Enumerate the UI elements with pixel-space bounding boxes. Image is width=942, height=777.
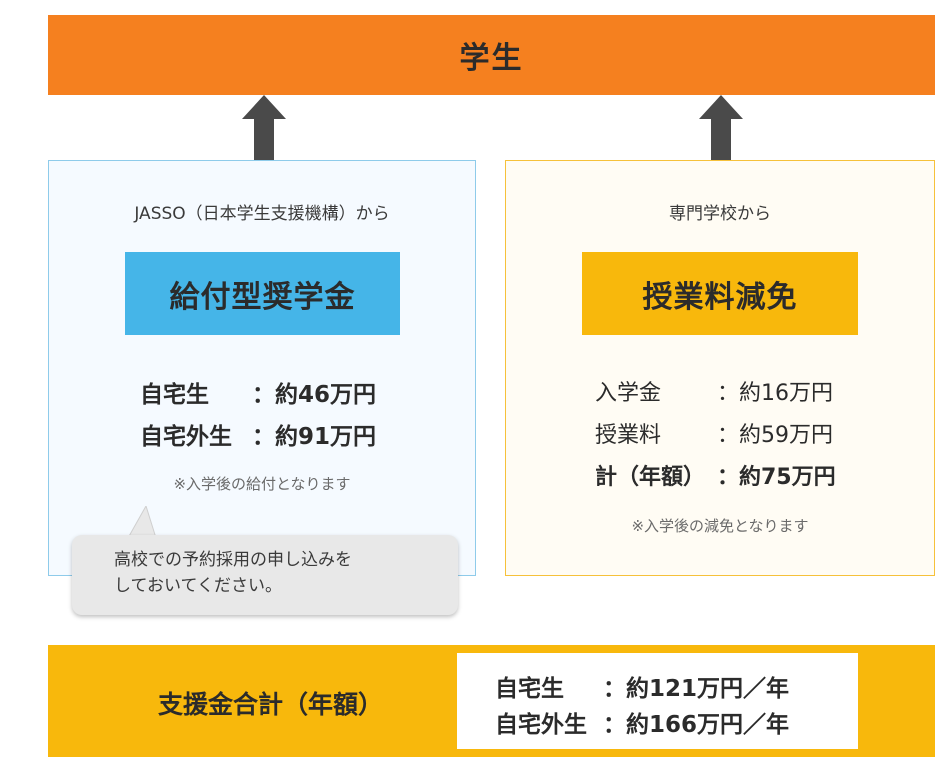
fee-value: ：約59万円 [717,423,833,448]
total-support-panel: 自宅生 ：約121万円／年 自宅外生 ：約166万円／年 [457,653,858,749]
fee-label: 授業料 [595,423,662,448]
bubble-line-1: 高校での予約採用の申し込みを [114,550,352,570]
tuition-reduction-title: 授業料減免 [582,252,858,335]
total-value: ：約121万円／年 [603,676,790,702]
total-support-label: 支援金合計（年額） [158,690,384,719]
fee-value: ：約75万円 [717,465,836,490]
total-row-away: 自宅外生 ：約166万円／年 [495,705,789,739]
amount-value: ：約46万円 [252,382,377,408]
fee-row-admission: 入学金 ：約16万円 [595,375,833,407]
school-source-label: 専門学校から [669,204,771,224]
fee-row-tuition: 授業料 ：約59万円 [595,417,833,449]
reservation-advice-bubble: 高校での予約採用の申し込みを しておいてください。 [72,535,458,615]
amount-row-away: 自宅外生 ：約91万円 [140,417,376,451]
fee-row-total: 計（年額） ：約75万円 [595,459,836,491]
fee-value: ：約16万円 [717,381,833,406]
student-banner: 学生 [48,15,935,95]
tuition-reduction-box: 専門学校から 授業料減免 入学金 ：約16万円 授業料 ：約59万円 計（年額）… [505,160,935,576]
amount-label: 自宅生 [140,382,209,408]
fee-label: 計（年額） [595,465,706,490]
total-row-home: 自宅生 ：約121万円／年 [495,669,789,703]
amount-label: 自宅外生 [140,424,232,450]
scholarship-title: 給付型奨学金 [125,252,400,335]
arrow-up-right [697,93,745,161]
amount-row-home: 自宅生 ：約46万円 [140,375,376,409]
fee-label: 入学金 [595,381,662,406]
amount-value: ：約91万円 [252,424,377,450]
total-support-bar: 支援金合計（年額） 自宅生 ：約121万円／年 自宅外生 ：約166万円／年 [48,645,935,757]
student-title: 学生 [459,41,524,76]
jasso-source-label: JASSO（日本学生支援機構）から [134,204,390,224]
reduction-note: ※入学後の減免となります [631,517,809,535]
total-value: ：約166万円／年 [603,712,790,738]
bubble-line-2: しておいてください。 [114,576,282,596]
total-label: 自宅外生 [495,712,587,738]
arrow-up-left [240,93,288,161]
payment-note: ※入学後の給付となります [173,475,351,493]
total-label: 自宅生 [495,676,564,702]
jasso-scholarship-box: JASSO（日本学生支援機構）から 給付型奨学金 自宅生 ：約46万円 自宅外生… [48,160,476,576]
